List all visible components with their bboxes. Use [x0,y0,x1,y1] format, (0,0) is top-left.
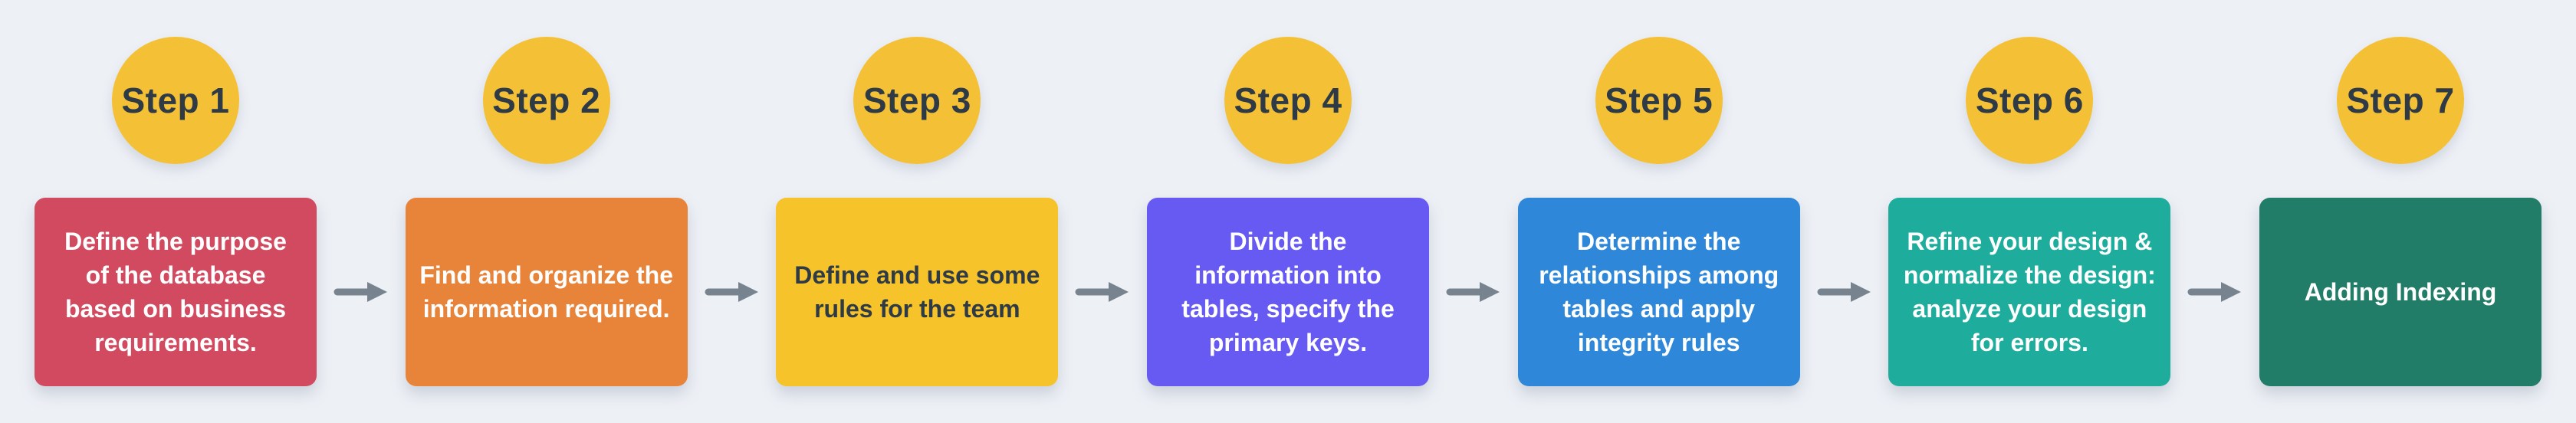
step-6-badge: Step 6 [1966,37,2094,164]
arrow-right-icon [1446,282,1500,302]
step-2-badge: Step 2 [482,37,610,164]
step-6-badge-label: Step 6 [1975,80,2084,120]
arrow-right-icon [2187,282,2242,302]
step-2-box: Find and organize the information requir… [405,198,688,386]
connector-gap-4 [1429,0,1518,304]
step-3-box: Define and use some rules for the team [776,198,1059,386]
step-column-7: Step 7 Adding Indexing [2259,0,2542,386]
arrow-right-icon [705,282,758,302]
step-5-box: Determine the relationships among tables… [1517,198,1800,386]
step-1-badge: Step 1 [112,37,239,164]
step-column-6: Step 6 Refine your design & normalize th… [1888,0,2171,386]
step-7-box: Adding Indexing [2259,198,2542,386]
step-3-box-text: Define and use some rules for the team [794,261,1040,323]
step-3-badge-label: Step 3 [863,80,971,120]
step-4-box-text: Divide the information into tables, spec… [1181,228,1395,356]
step-column-4: Step 4 Divide the information into table… [1147,0,1430,386]
step-2-box-text: Find and organize the information requir… [419,261,673,323]
connector-gap-2 [688,0,777,304]
step-7-box-text: Adding Indexing [2304,278,2497,306]
step-7-badge: Step 7 [2337,37,2465,164]
step-7-badge-label: Step 7 [2346,80,2455,120]
step-5-badge: Step 5 [1595,37,1723,164]
arrow-right-icon [334,282,387,302]
step-5-box-text: Determine the relationships among tables… [1539,228,1779,356]
step-4-badge-label: Step 4 [1234,80,1342,120]
step-1-box-text: Define the purpose of the database based… [64,228,287,356]
step-2-badge-label: Step 2 [492,80,601,120]
connector-gap-3 [1058,0,1147,304]
step-1-box: Define the purpose of the database based… [34,198,317,386]
step-column-1: Step 1 Define the purpose of the databas… [34,0,317,386]
connector-gap-5 [1800,0,1889,304]
connector-gap-1 [317,0,406,304]
step-4-badge: Step 4 [1224,37,1352,164]
step-column-3: Step 3 Define and use some rules for the… [776,0,1059,386]
arrow-right-icon [1817,282,1871,302]
step-3-badge: Step 3 [853,37,981,164]
arrow-right-icon [1075,282,1129,302]
step-6-box: Refine your design & normalize the desig… [1888,198,2171,386]
connector-gap-6 [2170,0,2259,304]
step-column-2: Step 2 Find and organize the information… [405,0,688,386]
step-4-box: Divide the information into tables, spec… [1147,198,1430,386]
step-column-5: Step 5 Determine the relationships among… [1517,0,1800,386]
step-6-box-text: Refine your design & normalize the desig… [1903,228,2156,356]
step-1-badge-label: Step 1 [121,80,230,120]
step-5-badge-label: Step 5 [1605,80,1714,120]
